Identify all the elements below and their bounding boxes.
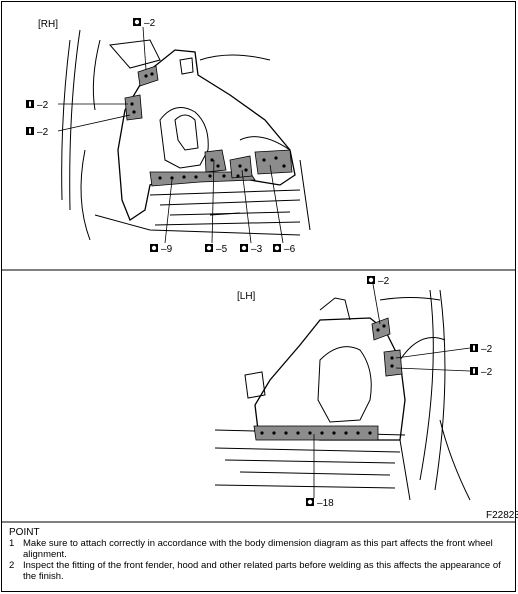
callout-lh-right-2: –2 [470,367,493,378]
callout-rh-bottom-2: –5 [205,244,228,255]
svg-text:–2: –2 [37,100,49,111]
svg-text:–5: –5 [216,244,228,255]
note-item: 1 Make sure to attach correctly in accor… [9,538,509,560]
callout-value: 9 [167,244,173,255]
callout-rh-bottom-3: –3 [240,244,263,255]
weld-callout-i-icon [26,100,34,108]
callout-rh-left-1: –2 [26,100,49,111]
callout-rh-bottom-4: –6 [273,244,296,255]
weld-callout-o-icon [133,18,141,26]
lh-weld-areas [253,317,403,441]
note-item: 2 Inspect the fitting of the front fende… [9,560,509,582]
weld-callout-o-icon [273,244,281,252]
svg-text:–2: –2 [378,276,390,287]
note-number: 1 [9,538,15,549]
callout-value: 2 [487,367,493,378]
svg-text:–2: –2 [37,127,49,138]
point-notes: POINT 1 Make sure to attach correctly in… [9,527,509,582]
weld-callout-o-icon [306,498,314,506]
svg-text:–18: –18 [317,498,334,509]
weld-callout-o-icon [150,244,158,252]
svg-text:–6: –6 [284,244,296,255]
note-text: Make sure to attach correctly in accorda… [23,538,493,560]
lh-view-label: [LH] [237,291,256,302]
callout-value: 2 [384,276,390,287]
rh-view-label: [RH] [38,19,58,30]
weld-callout-o-icon [240,244,248,252]
point-title: POINT [9,527,40,538]
note-text: Inspect the fitting of the front fender,… [23,560,501,582]
callout-lh-right-1: –2 [470,344,493,355]
weld-callout-i-icon [470,367,478,375]
body-repair-diagram: [RH] [LH] –2 –2 –2 –9 –5 –3 –6 –2 –2 –2 [2,18,518,523]
weld-callout-o-icon [367,276,375,284]
rh-leader-lines [57,26,284,244]
figure-id: F22823 [486,510,518,521]
callout-value: 2 [150,18,156,29]
note-number: 2 [9,560,15,571]
callout-rh-top: –2 [133,18,156,29]
weld-callout-i-icon [26,127,34,135]
svg-text:–9: –9 [161,244,173,255]
callout-value: 18 [323,498,335,509]
callout-lh-top: –2 [367,276,390,287]
rh-spot-welds [130,72,286,180]
svg-text:–3: –3 [251,244,263,255]
callout-rh-bottom-1: –9 [150,244,173,255]
callout-value: 2 [487,344,493,355]
lh-leader-lines [313,283,471,498]
weld-callout-i-icon [470,344,478,352]
svg-text:–2: –2 [481,344,493,355]
callout-value: 2 [43,127,49,138]
weld-callout-o-icon [205,244,213,252]
rh-view [61,29,311,241]
svg-text:–2: –2 [144,18,156,29]
lh-spot-welds [260,324,394,435]
lh-view [214,289,471,501]
svg-text:–2: –2 [481,367,493,378]
callout-lh-bottom: –18 [306,498,334,509]
callout-value: 3 [257,244,263,255]
callout-value: 2 [43,100,49,111]
rh-weld-areas [124,65,293,187]
callout-value: 5 [222,244,228,255]
callout-value: 6 [290,244,296,255]
callout-rh-left-2: –2 [26,127,49,138]
